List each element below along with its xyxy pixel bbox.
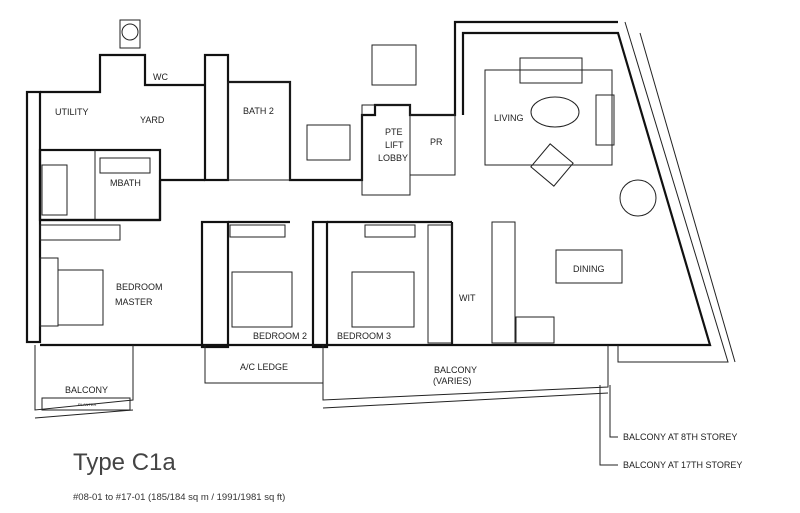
label-lobby-1: PTE: [385, 127, 403, 137]
label-living: LIVING: [494, 113, 524, 123]
label-lobby-2: LIFT: [385, 140, 404, 150]
label-bedroom3: BEDROOM 3: [337, 331, 391, 341]
plan-subtitle: #08-01 to #17-01 (185/184 sq m / 1991/19…: [73, 492, 285, 503]
label-wet-kitchen: WIT: [459, 293, 476, 303]
label-yard: YARD: [140, 115, 165, 125]
plan-title: Type C1a: [73, 449, 176, 476]
label-balcony-right-2: (VARIES): [433, 376, 471, 386]
label-balcony-left: BALCONY: [65, 385, 108, 395]
label-planter: PLANTER: [78, 402, 97, 407]
balconies: [34, 345, 618, 466]
callout-balcony-17th: BALCONY AT 17TH STOREY: [623, 460, 742, 470]
room-labels: UTILITY YARD WC BATH 2 MBATH PTE LIFT LO…: [55, 72, 742, 503]
label-mbath: MBATH: [110, 178, 141, 188]
label-lobby-3: LOBBY: [378, 153, 408, 163]
label-utility: UTILITY: [55, 107, 89, 117]
label-balcony-right-1: BALCONY: [434, 365, 477, 375]
label-bedroom2: BEDROOM 2: [253, 331, 307, 341]
label-pr: PR: [430, 137, 443, 147]
label-wc: WC: [153, 72, 168, 82]
callout-balcony-8th: BALCONY AT 8TH STOREY: [623, 432, 737, 442]
label-ac-ledge: A/C LEDGE: [240, 362, 288, 372]
label-master-1: BEDROOM: [116, 282, 163, 292]
furniture: [39, 44, 657, 411]
label-bath2: BATH 2: [243, 106, 274, 116]
walls: [25, 19, 736, 363]
label-master-2: MASTER: [115, 297, 153, 307]
label-dining: DINING: [573, 264, 605, 274]
